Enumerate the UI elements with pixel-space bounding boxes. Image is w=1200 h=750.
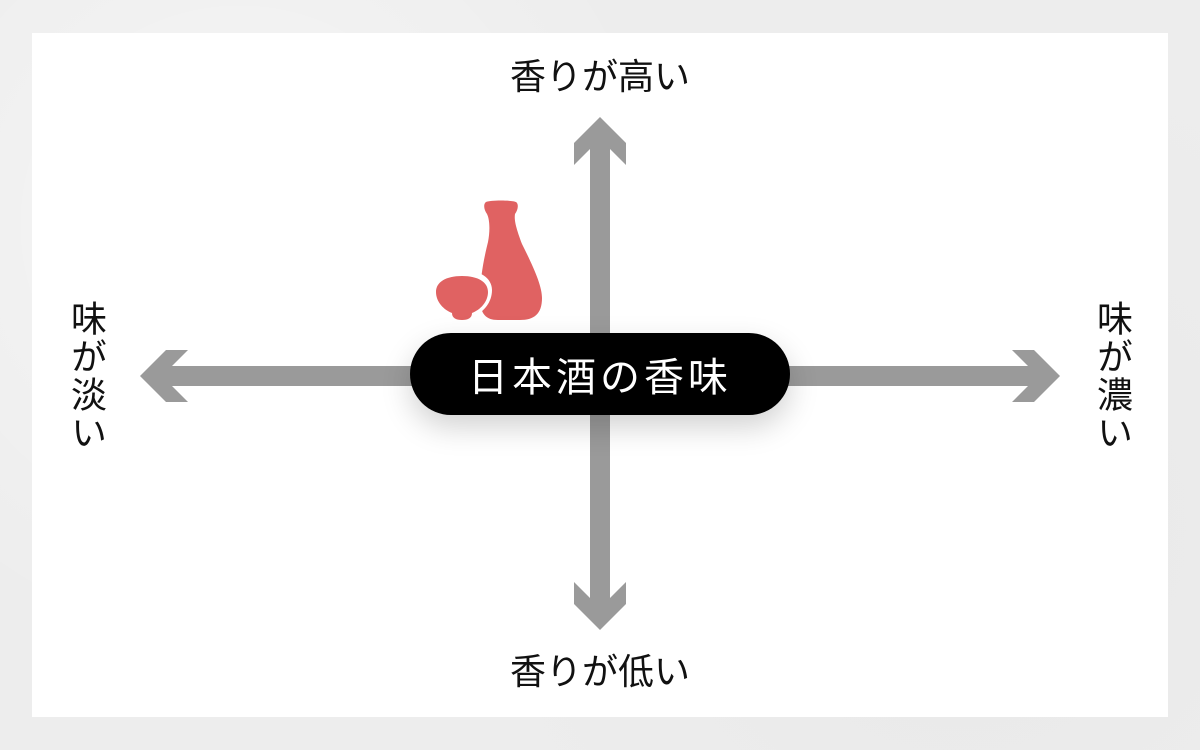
sake-bottle-and-cup-icon [432, 200, 542, 323]
diagram-title: 日本酒の香味 [468, 355, 732, 401]
axis-label-right: 味が濃い [1091, 300, 1132, 452]
axis-label-bottom: 香りが低い [509, 652, 690, 693]
axis-label-top: 香りが高い [509, 57, 690, 98]
arrow-left-icon [140, 350, 188, 402]
arrow-right-icon [1012, 350, 1060, 402]
arrow-up-icon [574, 117, 626, 165]
axis-label-left: 味が淡い [65, 300, 106, 452]
title-pill: 日本酒の香味 [410, 333, 790, 415]
arrow-down-icon [574, 582, 626, 630]
